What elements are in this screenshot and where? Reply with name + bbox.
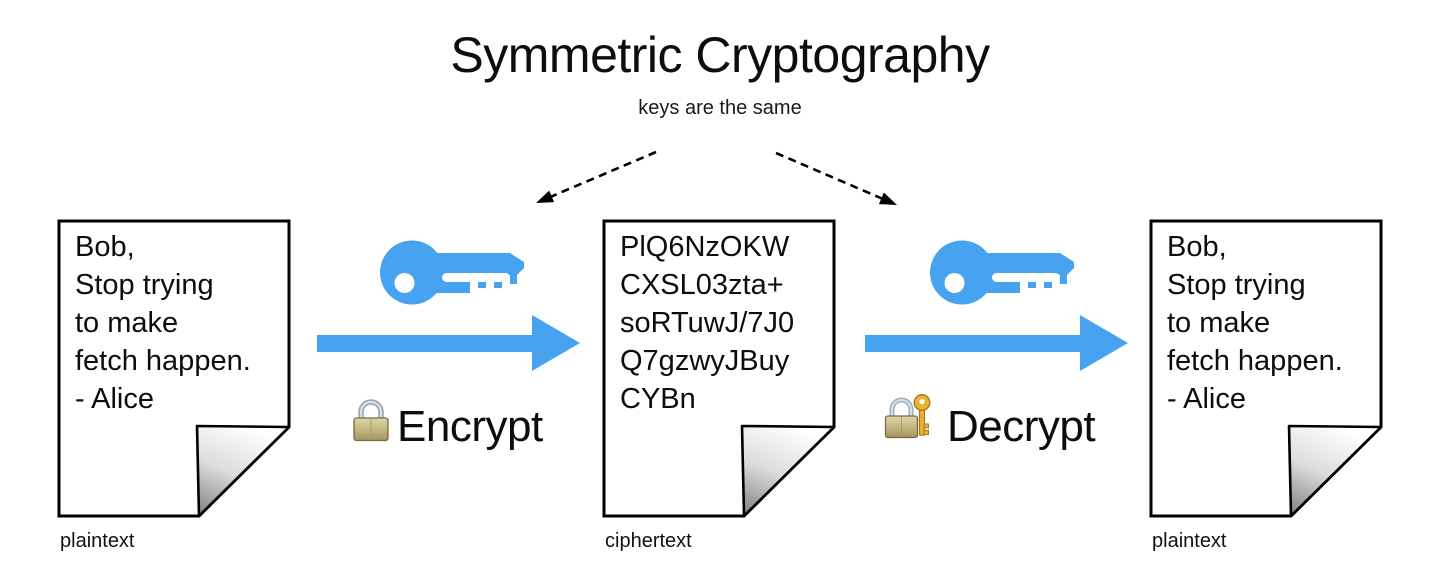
padlock-with-key-icon [884, 393, 931, 439]
document-text: PlQ6NzOKW CXSL03zta+ soRTuwJ/7J0 Q7gzwyJ… [620, 231, 795, 415]
document-label: plaintext [60, 530, 135, 552]
key-icon [380, 240, 524, 305]
gold-key-icon [913, 393, 931, 436]
page-fold [195, 424, 291, 518]
encrypt-label: Encrypt [397, 402, 543, 451]
document-text: Bob, Stop trying to make fetch happen. -… [75, 231, 251, 415]
document-label: plaintext [1152, 530, 1227, 552]
right-arrow-icon [865, 315, 1128, 371]
key-icon [930, 240, 1074, 305]
decrypt-label: Decrypt [947, 402, 1096, 451]
document-page-shape [1149, 219, 1383, 518]
right-arrow-icon [317, 315, 580, 371]
document-plaintext-left: Bob, Stop trying to make fetch happen. -… [57, 219, 293, 564]
document-ciphertext: PlQ6NzOKW CXSL03zta+ soRTuwJ/7J0 Q7gzwyJ… [602, 219, 838, 564]
dashed-arrow-right [775, 151, 897, 205]
document-page-shape [602, 219, 836, 518]
document-page-shape [57, 219, 291, 518]
page-title: Symmetric Cryptography [450, 27, 990, 83]
dashed-arrow-left [536, 150, 657, 203]
closed-padlock-icon [353, 399, 389, 442]
subtitle-note: keys are the same [638, 97, 802, 119]
document-plaintext-right: Bob, Stop trying to make fetch happen. -… [1149, 219, 1385, 564]
page-fold [1287, 424, 1383, 518]
document-label: ciphertext [605, 530, 692, 552]
document-text: Bob, Stop trying to make fetch happen. -… [1167, 231, 1343, 415]
page-fold [740, 424, 836, 518]
